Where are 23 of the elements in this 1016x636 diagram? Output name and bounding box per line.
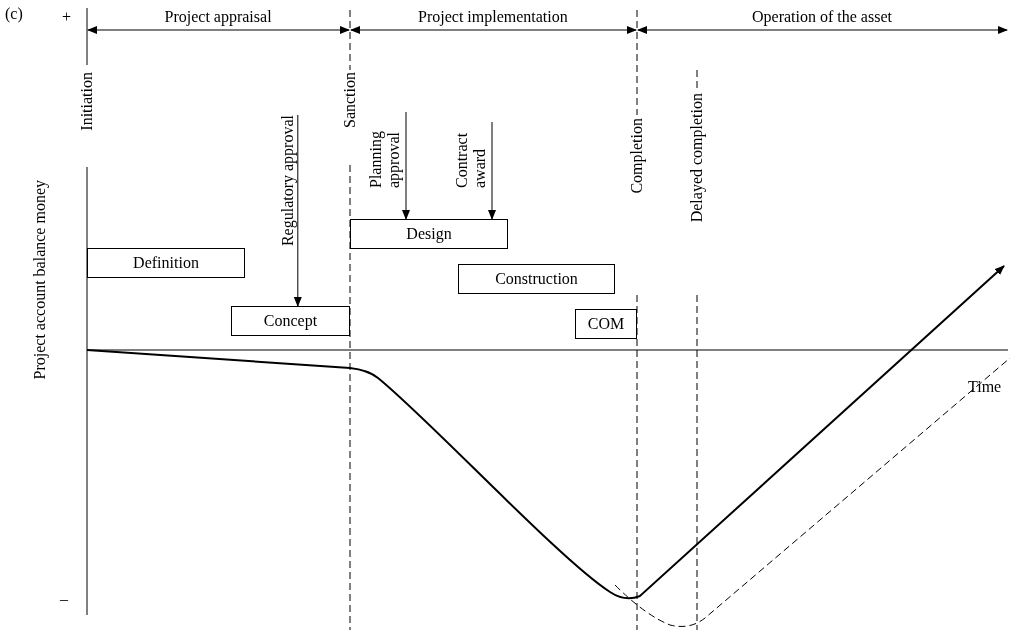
axis-label: Time [968,378,1002,396]
milestone-label: Contract award [453,122,491,188]
stage-box: Construction [458,264,615,294]
stage-box: Definition [87,248,245,278]
axis-label: Project account balance money [31,180,49,380]
arrow [293,114,302,307]
phase-label: Operation of the asset [752,8,892,26]
milestone-label: Completion [628,118,646,194]
milestone-label: Delayed completion [688,93,706,223]
stage-box: Design [350,219,508,249]
stage-box: Concept [231,306,350,336]
phase-label: Project implementation [418,8,568,26]
milestone-label: Regulatory approval [279,115,297,247]
axis-sign: – [60,590,68,608]
phase-label: Project appraisal [164,8,272,26]
stage-box: COM [575,309,637,339]
milestone-label: Initiation [78,72,96,131]
axis-sign: + [62,8,72,26]
milestone-label: Planning approval [367,112,405,188]
arrow [488,121,496,220]
arrow [402,111,410,220]
panel-label: (c) [5,5,23,23]
milestone-label: Sanction [341,72,359,128]
